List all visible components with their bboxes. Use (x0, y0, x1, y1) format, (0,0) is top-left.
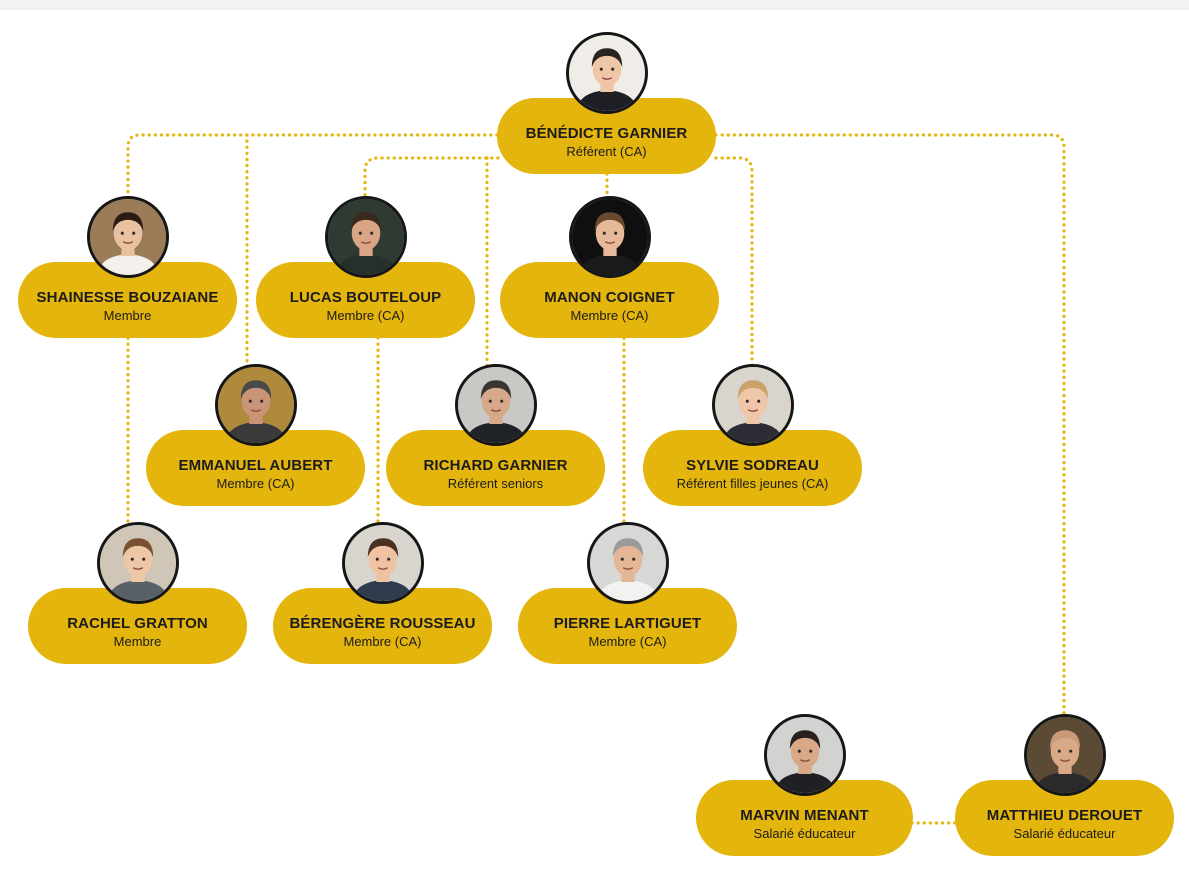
avatar-richard (454, 364, 537, 446)
member-role: Membre (CA) (216, 476, 295, 491)
avatar-berengere (341, 522, 424, 604)
avatar-pierre (586, 522, 669, 604)
member-name: MANON COIGNET (544, 289, 675, 306)
member-role: Membre (CA) (570, 308, 649, 323)
avatar-matthieu (1023, 714, 1106, 796)
member-role: Référent seniors (447, 476, 544, 491)
avatar-sylvie (711, 364, 794, 446)
member-role: Membre (113, 634, 162, 649)
member-role: Membre (CA) (326, 308, 405, 323)
member-name: MARVIN MENANT (740, 807, 869, 824)
member-name: LUCAS BOUTELOUP (289, 289, 442, 306)
top-bar (0, 0, 1189, 10)
member-role: Salarié éducateur (753, 826, 856, 841)
connector-top-left (126, 133, 499, 200)
member-name: RICHARD GARNIER (423, 457, 568, 474)
member-name: SYLVIE SODREAU (686, 457, 819, 474)
member-name: BÉNÉDICTE GARNIER (525, 125, 688, 142)
connector-to-sylvie (714, 156, 754, 370)
member-role: Référent filles jeunes (CA) (676, 476, 829, 491)
avatar-manon (568, 196, 651, 278)
member-card-richard: RICHARD GARNIER Référent seniors (386, 430, 605, 506)
member-role: Membre (103, 308, 152, 323)
member-name: PIERRE LARTIGUET (553, 615, 702, 632)
member-role: Référent (CA) (566, 144, 647, 159)
member-role: Salarié éducateur (1013, 826, 1116, 841)
avatar-rachel (96, 522, 179, 604)
member-card-sylvie: SYLVIE SODREAU Référent filles jeunes (CA… (643, 430, 862, 506)
avatar-marvin (763, 714, 846, 796)
member-name: BÉRENGÈRE ROUSSEAU (289, 615, 476, 632)
avatar-benedicte (565, 32, 648, 114)
avatar-shainesse (86, 196, 169, 278)
member-name: SHAINESSE BOUZAIANE (36, 289, 219, 306)
avatar-lucas (324, 196, 407, 278)
member-name: MATTHIEU DEROUET (986, 807, 1143, 824)
member-role: Membre (CA) (588, 634, 667, 649)
member-role: Membre (CA) (343, 634, 422, 649)
connector-to-matthieu (714, 133, 1066, 718)
member-name: RACHEL GRATTON (67, 615, 208, 632)
connector-to-lucas (363, 156, 500, 200)
member-name: EMMANUEL AUBERT (178, 457, 333, 474)
avatar-emmanuel (214, 364, 297, 446)
member-card-lucas: LUCAS BOUTELOUP Membre (CA) (256, 262, 475, 338)
